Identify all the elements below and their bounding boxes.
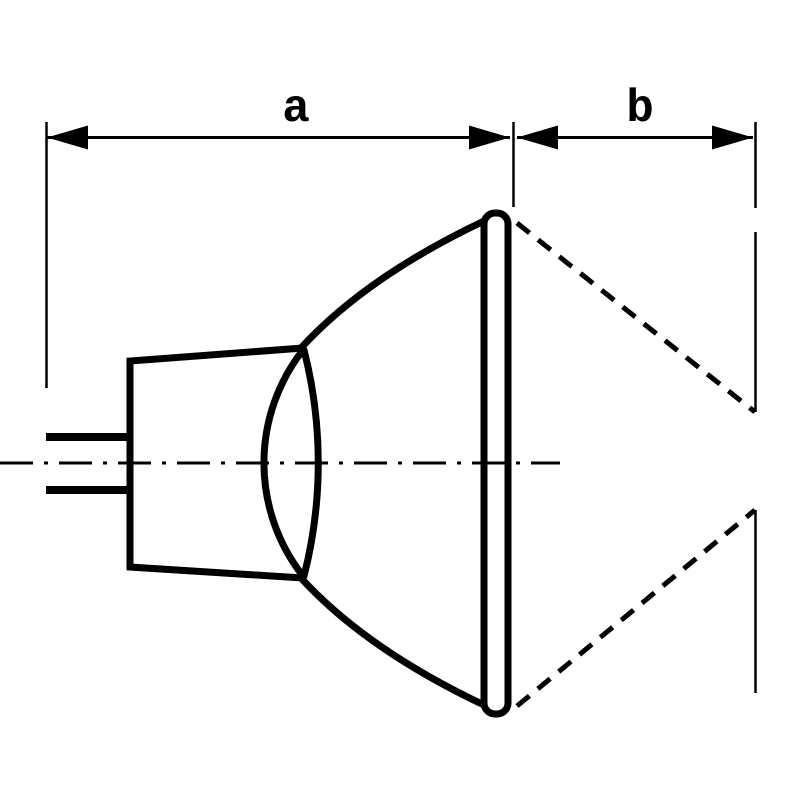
diagram-strokes — [0, 122, 757, 718]
arrow-a-left-icon — [47, 125, 88, 150]
capsule-arc-left — [260, 346, 307, 580]
reflector-top-curve — [297, 217, 488, 352]
arrow-b-left-icon — [517, 125, 558, 150]
dimension-arrowheads — [47, 125, 753, 150]
dimension-labels: a b — [282, 83, 654, 135]
dimension-b-label: b — [626, 83, 654, 135]
beam-line-lower — [515, 508, 757, 708]
base-trapezoid — [126, 344, 307, 582]
front-lens — [480, 209, 512, 718]
arrow-b-right-icon — [712, 125, 753, 150]
dimension-a-label: a — [282, 83, 310, 135]
beam-line-upper — [515, 221, 757, 414]
capsule-arc-right — [300, 346, 322, 580]
arrow-a-right-icon — [469, 125, 510, 150]
reflector-bottom-curve — [297, 574, 488, 709]
